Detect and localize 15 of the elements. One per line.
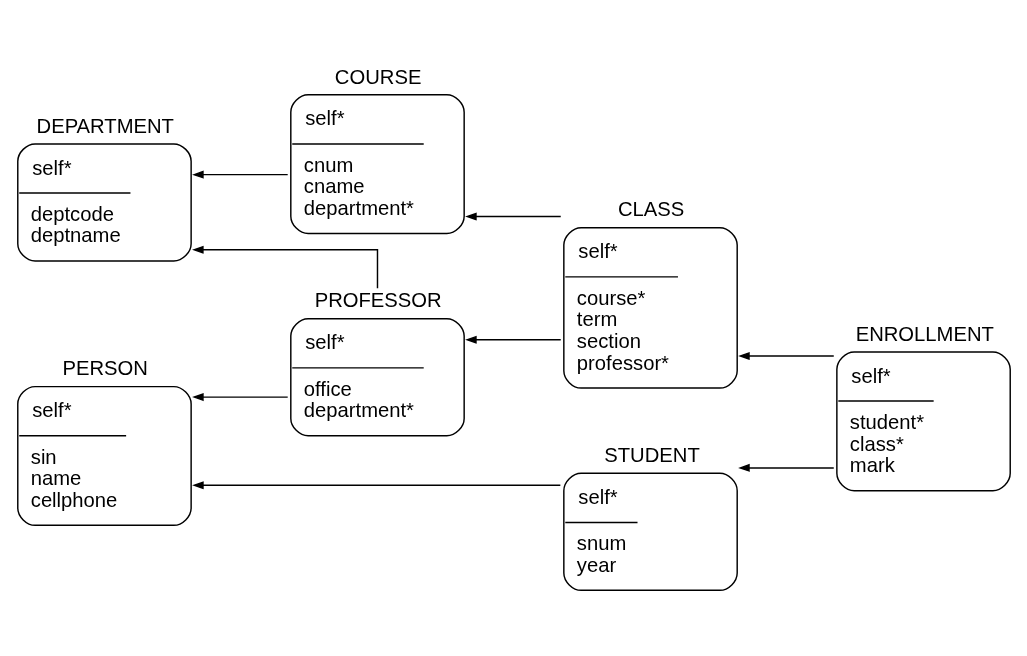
arrow: [464, 335, 561, 344]
arrow: [191, 245, 378, 289]
node-label: PROFESSOR: [314, 288, 442, 311]
node-label: CLASS: [617, 197, 684, 220]
node-label: STUDENT: [603, 443, 700, 466]
arrow: [737, 463, 834, 472]
arrow: [191, 480, 561, 489]
node-label: DEPARTMENT: [36, 114, 174, 137]
arrow: [191, 170, 288, 179]
node-label: PERSON: [62, 356, 148, 379]
arrow: [737, 351, 834, 360]
arrow: [464, 212, 561, 221]
node-label: COURSE: [334, 65, 421, 88]
node-label: ENROLLMENT: [855, 322, 994, 345]
arrow: [191, 392, 288, 401]
